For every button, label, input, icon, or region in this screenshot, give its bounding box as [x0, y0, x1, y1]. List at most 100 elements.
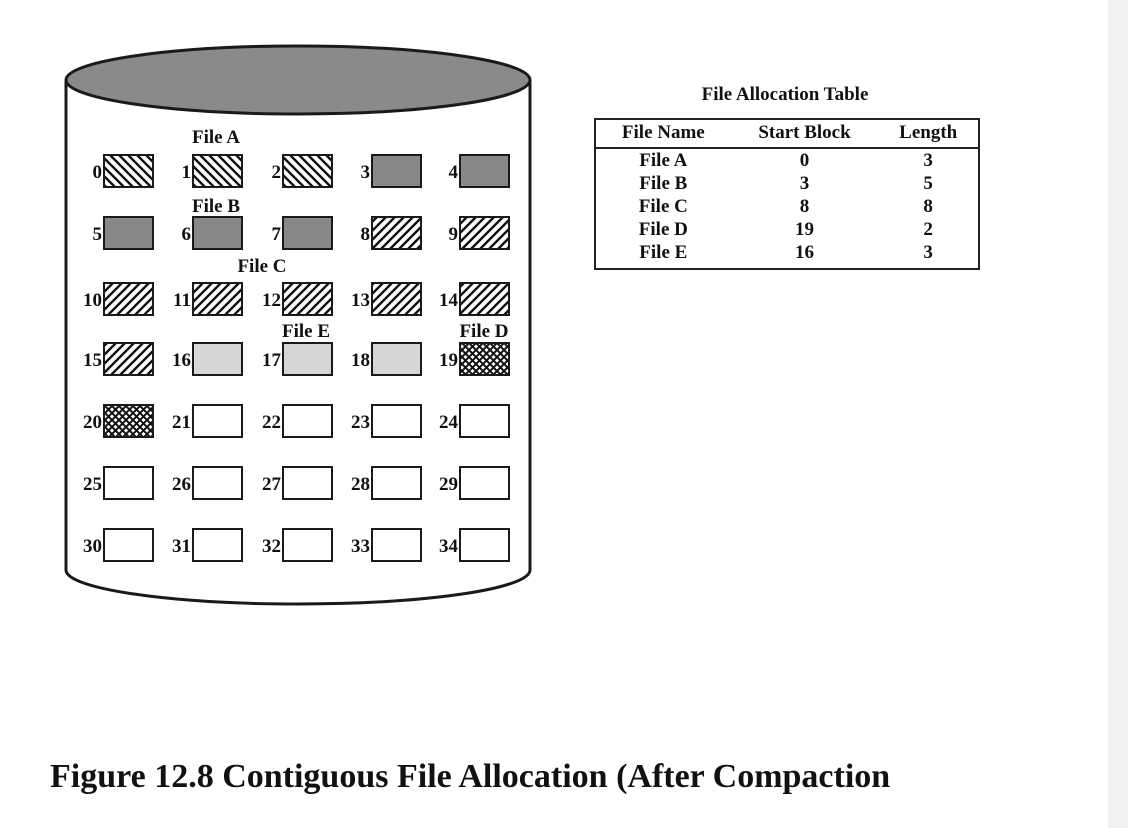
disk-block-13: 13 [351, 282, 422, 316]
disk-block-2: 2 [272, 154, 333, 188]
block-number: 33 [351, 536, 370, 557]
fat-header-name: File Name [595, 119, 731, 149]
block-number: 19 [439, 350, 458, 371]
disk-block-25: 25 [83, 466, 154, 500]
block-number: 29 [439, 474, 458, 495]
disk-block-11: 11 [173, 282, 243, 316]
fat-header-start: Start Block [730, 119, 879, 149]
disk-block-18: 18 [351, 342, 422, 376]
block-number: 24 [439, 412, 459, 433]
file-label-a: File A [192, 127, 240, 148]
disk-block-19: 19 [439, 342, 510, 376]
fat-cell-start: 8 [799, 196, 810, 217]
block-cell [371, 342, 422, 376]
block-number: 28 [351, 474, 370, 495]
block-cell [282, 342, 333, 376]
table-row: File A 0 3 [595, 148, 979, 172]
disk-block-15: 15 [83, 342, 154, 376]
block-number: 2 [272, 162, 282, 183]
block-number: 20 [83, 412, 102, 433]
block-number: 1 [182, 162, 192, 183]
block-number: 30 [83, 536, 102, 557]
file-allocation-table: File Name Start Block Length File A 0 3 … [594, 118, 980, 270]
block-cell [192, 528, 243, 562]
disk-block-22: 22 [262, 404, 333, 438]
disk-block-17: 17 [262, 342, 333, 376]
block-cell [371, 528, 422, 562]
disk-block-21: 21 [172, 404, 243, 438]
block-number: 31 [172, 536, 191, 557]
block-number: 8 [361, 224, 371, 245]
block-cell [371, 282, 422, 316]
block-number: 3 [361, 162, 371, 183]
block-cell [459, 342, 510, 376]
block-cell [282, 216, 333, 250]
block-number: 25 [83, 474, 102, 495]
disk-block-10: 10 [83, 282, 154, 316]
fat-cell-start: 16 [795, 242, 814, 263]
fat-cell-name: File E [639, 242, 688, 263]
disk-block-4: 4 [449, 154, 510, 188]
disk-block-30: 30 [83, 528, 154, 562]
table-row: File C 8 8 [595, 195, 979, 218]
fat-cell-length: 8 [923, 196, 933, 217]
block-cell [103, 216, 154, 250]
disk-block-5: 5 [93, 216, 154, 250]
fat-cell-name: File A [639, 150, 688, 171]
fat-cell-length: 3 [923, 150, 933, 171]
block-cell [282, 528, 333, 562]
block-cell [103, 282, 154, 316]
file-label-d: File D [459, 321, 508, 342]
disk-block-33: 33 [351, 528, 422, 562]
disk-top [64, 44, 532, 116]
block-cell [282, 466, 333, 500]
block-cell [371, 216, 422, 250]
figure-caption: Figure 12.8 Contiguous File Allocation (… [50, 758, 891, 795]
disk-block-20: 20 [83, 404, 154, 438]
block-cell [459, 404, 510, 438]
block-cell [459, 154, 510, 188]
block-number: 34 [439, 536, 459, 557]
block-cell [192, 466, 243, 500]
block-cell [192, 282, 243, 316]
block-number: 6 [182, 224, 192, 245]
block-number: 27 [262, 474, 282, 495]
disk-block-28: 28 [351, 466, 422, 500]
table-row: File B 3 5 [595, 172, 979, 195]
table-row: File D 19 2 [595, 218, 979, 241]
disk-block-16: 16 [172, 342, 243, 376]
fat-header-row: File Name Start Block Length [595, 119, 979, 149]
block-cell [192, 404, 243, 438]
disk-block-14: 14 [439, 282, 510, 316]
block-number: 5 [93, 224, 103, 245]
block-number: 23 [351, 412, 370, 433]
block-cell [371, 466, 422, 500]
block-number: 16 [172, 350, 191, 371]
block-cell [192, 216, 243, 250]
block-cell [459, 216, 510, 250]
disk-block-32: 32 [262, 528, 333, 562]
block-number: 15 [83, 350, 102, 371]
block-cell [103, 154, 154, 188]
block-cell [282, 404, 333, 438]
disk-block-0: 0 [93, 154, 154, 188]
file-label-c: File C [237, 256, 286, 277]
disk-block-6: 6 [182, 216, 243, 250]
block-cell [192, 154, 243, 188]
page-edge-strip [1108, 0, 1128, 828]
block-number: 11 [173, 290, 191, 311]
block-cell [459, 282, 510, 316]
disk-block-1: 1 [182, 154, 243, 188]
fat-cell-start: 19 [795, 219, 814, 240]
block-cell [459, 528, 510, 562]
block-number: 0 [93, 162, 103, 183]
block-number: 22 [262, 412, 281, 433]
block-number: 32 [262, 536, 281, 557]
block-number: 12 [262, 290, 281, 311]
fat-cell-length: 3 [923, 242, 933, 263]
fat-cell-length: 2 [923, 219, 933, 240]
disk-block-12: 12 [262, 282, 333, 316]
block-cell [371, 154, 422, 188]
fat-cell-length: 5 [923, 173, 933, 194]
